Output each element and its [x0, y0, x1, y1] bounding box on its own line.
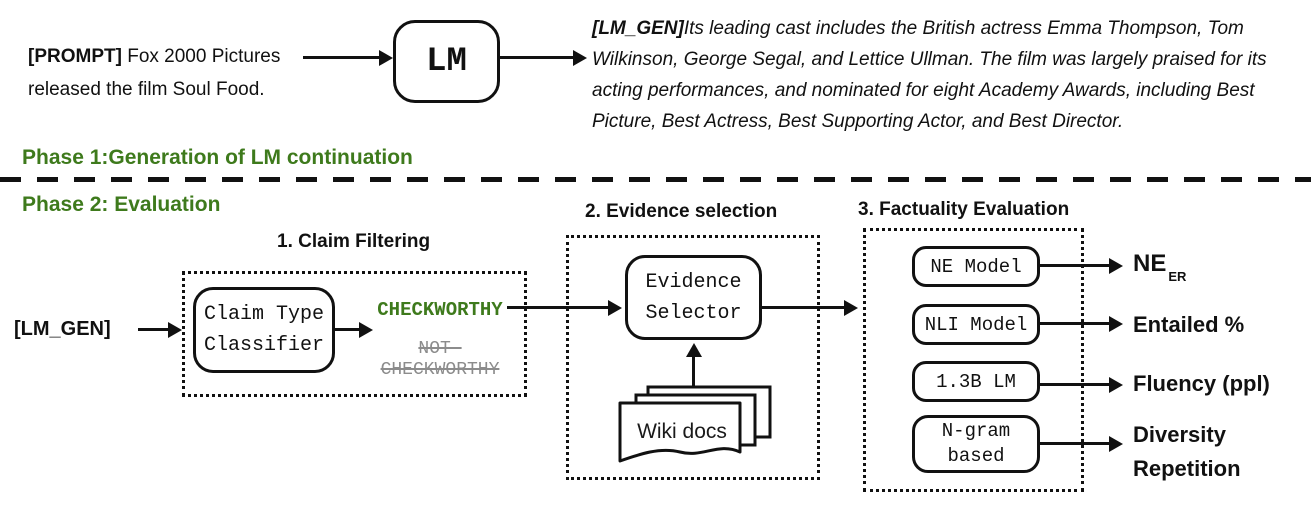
not-checkworthy-label: NOT- CHECKWORTHY: [380, 339, 500, 380]
lm-gen-paragraph: [LM_GEN]Its leading cast includes the Br…: [592, 13, 1307, 137]
factuality-evaluation-title: 3. Factuality Evaluation: [858, 199, 1070, 220]
prompt-prefix: [PROMPT]: [28, 46, 122, 67]
ngram-based-box: N-gram based: [912, 415, 1040, 473]
ne-metric-text: NE: [1133, 250, 1167, 277]
lm-gen-input-label: [LM_GEN]: [14, 318, 111, 340]
prompt-text: [PROMPT] Fox 2000 Pictures released the …: [28, 40, 318, 106]
arrow-nli-model-out: [1040, 322, 1110, 325]
wiki-docs-stack-icon: [618, 385, 772, 463]
ne-model-label: NE Model: [930, 255, 1022, 278]
entailed-metric: Entailed %: [1133, 312, 1245, 337]
nli-model-box: NLI Model: [912, 304, 1040, 345]
wiki-docs-label: Wiki docs: [637, 420, 727, 443]
arrow-prompt-to-lm: [303, 56, 380, 59]
phase-divider: [0, 177, 1311, 182]
arrow-input-to-filtering: [138, 328, 169, 331]
arrow-checkworthy-to-selector: [507, 306, 609, 309]
arrow-lm-to-output: [500, 56, 574, 59]
claim-filtering-box: [182, 271, 527, 397]
lm-13b-label: 1.3B LM: [936, 370, 1016, 393]
ne-metric-subscript: ER: [1168, 268, 1187, 284]
lm-box-label: LM: [426, 42, 467, 81]
arrow-lm-13b-out: [1040, 383, 1110, 386]
lm-gen-body: Its leading cast includes the British ac…: [592, 18, 1267, 132]
claim-type-classifier-label: Claim Type Classifier: [203, 303, 325, 357]
arrow-ne-model-out: [1040, 264, 1110, 267]
claim-type-classifier-box: Claim Type Classifier: [193, 287, 335, 373]
evidence-selection-title: 2. Evidence selection: [585, 201, 778, 222]
lm-box: LM: [393, 20, 500, 103]
evidence-selector-label: Evidence Selector: [645, 270, 742, 325]
arrow-classifier-to-labels: [335, 328, 360, 331]
ngram-based-label: N-gram based: [941, 420, 1011, 467]
arrow-wikidocs-to-selector: [692, 356, 695, 389]
nli-model-label: NLI Model: [924, 313, 1028, 336]
phase1-label: Phase 1:Generation of LM continuation: [22, 146, 413, 169]
prompt-body: Fox 2000 Pictures released the film Soul…: [28, 46, 281, 100]
ne-model-box: NE Model: [912, 246, 1040, 287]
evidence-selection-box: [566, 235, 820, 480]
evidence-selector-box: Evidence Selector: [625, 255, 762, 340]
lm-gen-prefix: [LM_GEN]: [592, 18, 684, 39]
claim-filtering-title: 1. Claim Filtering: [277, 231, 431, 252]
arrow-selector-to-factuality: [762, 306, 845, 309]
factuality-evaluation-box: [863, 228, 1084, 492]
fluency-metric: Fluency (ppl): [1133, 371, 1270, 396]
arrow-ngram-out: [1040, 442, 1110, 445]
checkworthy-label: CHECKWORTHY: [377, 299, 503, 321]
diversity-repetition-metric: Diversity Repetition: [1133, 422, 1241, 481]
lm-13b-box: 1.3B LM: [912, 361, 1040, 402]
phase2-label: Phase 2: Evaluation: [22, 193, 221, 216]
